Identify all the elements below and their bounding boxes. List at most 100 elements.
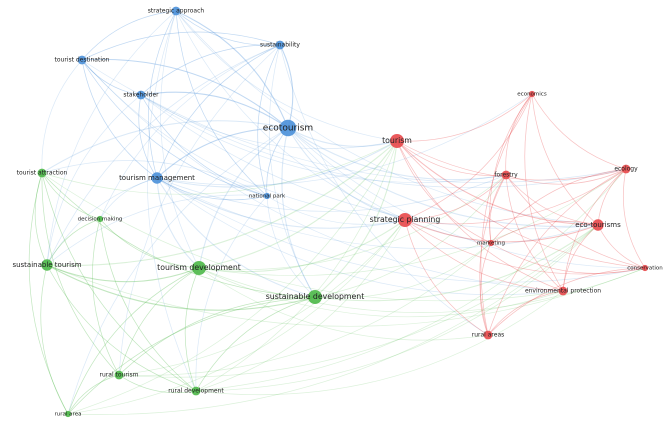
node-label-economics[interactable]: economics — [517, 92, 547, 98]
edge-rural-area-eco-tourisms — [67, 224, 599, 415]
node-tourism-management[interactable] — [151, 172, 163, 184]
edge-sustainable-development-rural-development — [195, 296, 316, 392]
edge-sustainability-rural-tourism — [118, 44, 281, 376]
edge-national-park-tourist-attraction — [41, 160, 268, 197]
node-label-tourism-development[interactable]: tourism development — [157, 263, 241, 272]
node-label-rural-area[interactable]: rural area — [55, 412, 82, 418]
edge-sustainable-development-forestry — [314, 174, 507, 298]
node-ecology[interactable] — [621, 164, 631, 174]
edge-strategic-planning-eco-tourisms — [404, 219, 599, 243]
node-label-tourist-attraction[interactable]: tourist attraction — [17, 170, 68, 177]
node-rural-tourism[interactable] — [114, 370, 124, 380]
node-label-tourist-destination[interactable]: tourist destination — [55, 57, 110, 64]
node-environmental-protection[interactable] — [558, 286, 568, 296]
node-tourist-destination[interactable] — [77, 55, 87, 65]
edge-eco-tourisms-conservation — [597, 224, 646, 269]
edge-national-park-rural-development — [195, 195, 268, 392]
edge-ecotourism-tourism — [287, 127, 398, 147]
edge-sustainability-tourist-destination — [81, 31, 281, 61]
edge-strategic-planning-conservation — [404, 219, 646, 275]
node-label-rural-areas[interactable]: rural areas — [472, 332, 505, 339]
node-tourism[interactable] — [390, 134, 404, 148]
node-label-national-park[interactable]: national park — [249, 194, 286, 200]
node-label-tourism[interactable]: tourism — [382, 136, 412, 145]
node-rural-area[interactable] — [64, 410, 72, 418]
node-strategic-planning[interactable] — [398, 213, 412, 227]
edge-tourism-management-tourism-development — [156, 177, 200, 269]
node-label-stakeholder[interactable]: stakeholder — [123, 92, 159, 99]
edge-strategic-approach-rural-development — [146, 10, 197, 392]
node-label-tourism-management[interactable]: tourism management — [119, 174, 195, 182]
edge-stakeholder-ecology — [140, 94, 627, 188]
edge-tourist-attraction-sustainable-development — [41, 172, 316, 298]
edge-forestry-eco-tourisms — [505, 174, 599, 226]
node-sustainable-development[interactable] — [308, 290, 322, 304]
node-national-park[interactable] — [263, 192, 271, 200]
edge-rural-development-tourism — [195, 140, 398, 392]
node-label-rural-tourism[interactable]: rural tourism — [100, 372, 139, 379]
edge-ecotourism-tourist-attraction — [41, 120, 289, 174]
node-tourism-development[interactable] — [192, 261, 206, 275]
node-sustainable-tourism[interactable] — [41, 259, 53, 271]
edge-rural-tourism-rural-development — [118, 374, 197, 394]
node-label-ecology[interactable]: ecology — [614, 166, 638, 173]
edge-decision-making-sustainable-tourism — [46, 218, 101, 266]
edge-ecotourism-strategic-planning — [287, 127, 406, 221]
edge-tourist-destination-tourist-attraction — [41, 59, 83, 174]
node-eco-tourisms[interactable] — [592, 219, 604, 231]
node-decision-making[interactable] — [96, 215, 104, 223]
edge-rural-tourism-marketing — [118, 242, 492, 376]
edge-tourism-development-environmental-protection — [198, 267, 564, 318]
edge-tourist-attraction-rural-area — [28, 172, 69, 415]
node-label-environmental-protection[interactable]: environmental protection — [525, 288, 601, 295]
edge-tourism-development-rural-areas — [198, 267, 489, 341]
node-label-sustainable-development[interactable]: sustainable development — [266, 292, 365, 301]
node-label-sustainability[interactable]: sustainability — [260, 42, 300, 49]
edge-decision-making-tourism-development — [99, 218, 200, 269]
edge-tourism-development-rural-tourism — [118, 267, 200, 376]
node-label-ecotourism[interactable]: ecotourism — [263, 124, 313, 134]
edge-rural-tourism-rural-area — [67, 374, 120, 415]
edge-tourism-forestry — [396, 140, 507, 176]
edge-tourism-management-economics — [156, 93, 533, 186]
node-marketing[interactable] — [487, 239, 495, 247]
node-label-strategic-approach[interactable]: strategic approach — [148, 8, 205, 15]
edge-strategic-approach-strategic-planning — [175, 10, 406, 221]
node-label-forestry[interactable]: forestry — [494, 172, 518, 179]
node-conservation[interactable] — [641, 264, 649, 272]
node-label-marketing[interactable]: marketing — [477, 241, 505, 247]
edge-sustainability-stakeholder — [140, 44, 281, 96]
edge-rural-development-eco-tourisms — [195, 224, 599, 392]
edge-tourism-management-environmental-protection — [156, 177, 564, 296]
node-label-eco-tourisms[interactable]: eco-tourisms — [575, 221, 621, 229]
edge-eco-tourisms-environmental-protection — [562, 224, 599, 292]
node-ecotourism[interactable] — [279, 119, 297, 137]
edge-strategic-approach-sustainability — [175, 10, 281, 46]
node-rural-areas[interactable] — [483, 330, 493, 340]
edge-tourism-development-strategic-planning — [198, 219, 406, 273]
node-economics[interactable] — [528, 90, 536, 98]
node-sustainability[interactable] — [275, 40, 285, 50]
node-rural-development[interactable] — [191, 386, 201, 396]
edge-tourism-management-conservation — [156, 177, 646, 283]
node-label-decision-making[interactable]: decision making — [78, 217, 123, 223]
edge-ecotourism-tourist-destination — [81, 58, 289, 129]
edge-eco-tourisms-marketing — [490, 221, 599, 244]
node-stakeholder[interactable] — [136, 90, 146, 100]
node-label-strategic-planning[interactable]: strategic planning — [370, 215, 441, 224]
edge-tourist-destination-strategic-planning — [81, 59, 406, 221]
edge-stakeholder-tourism-management — [138, 94, 158, 179]
edge-tourist-attraction-environmental-protection — [41, 172, 564, 302]
node-strategic-approach[interactable] — [171, 6, 181, 16]
edge-tourism-management-decision-making — [99, 177, 158, 220]
edge-strategic-planning-environmental-protection — [404, 219, 564, 292]
node-forestry[interactable] — [501, 170, 511, 180]
edge-forestry-rural-areas — [479, 174, 507, 336]
edge-strategic-planning-forestry — [404, 174, 507, 221]
node-label-rural-development[interactable]: rural development — [168, 388, 224, 395]
edge-sustainable-development-rural-tourism — [118, 296, 316, 376]
edge-ecology-environmental-protection — [562, 168, 627, 292]
node-label-conservation[interactable]: conservation — [627, 266, 663, 272]
node-label-sustainable-tourism[interactable]: sustainable tourism — [12, 261, 81, 269]
node-tourist-attraction[interactable] — [37, 168, 47, 178]
